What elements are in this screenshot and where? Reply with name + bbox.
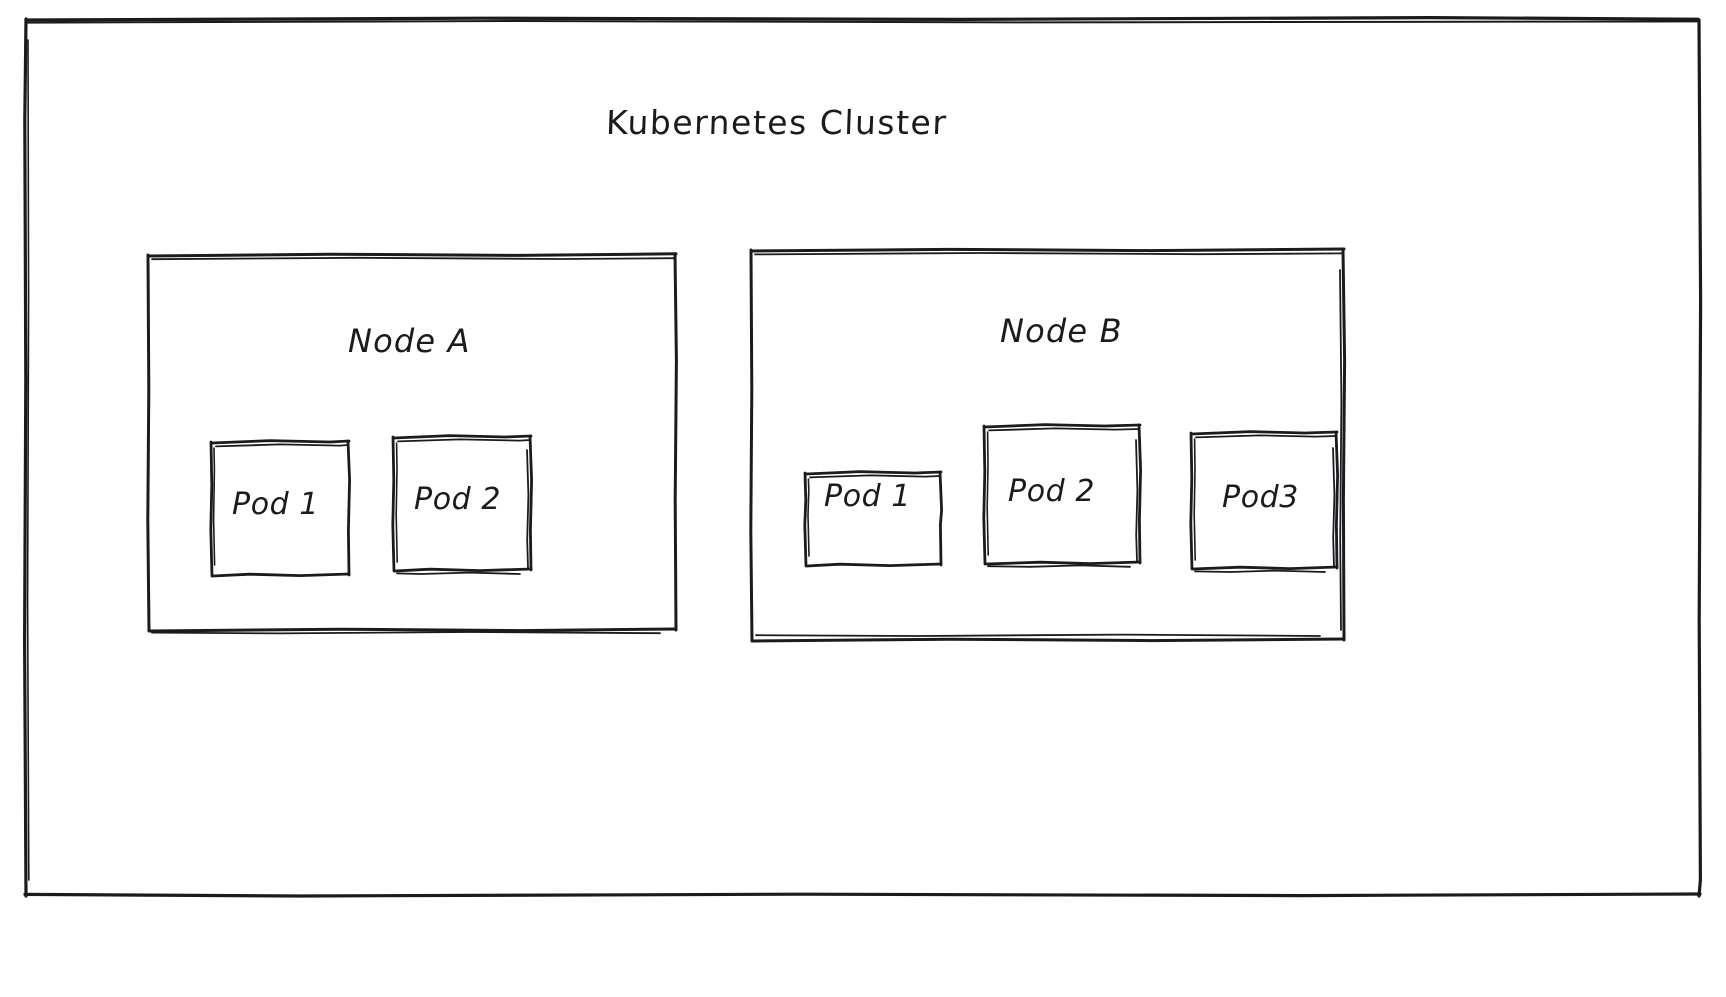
- cluster-title: Kubernetes Cluster: [605, 103, 949, 142]
- node-a-box-outline[interactable]: [146, 252, 678, 635]
- node-a-pod-1-box[interactable]: [209, 439, 351, 578]
- node-b-pod-2-label: Pod 2: [1008, 474, 1096, 509]
- node-b-title: Node B: [1000, 312, 1123, 350]
- node-b-box-outline[interactable]: [749, 247, 1347, 643]
- node-b-pod-1-label: Pod 1: [824, 479, 912, 514]
- node-b-pod-1-box[interactable]: [803, 470, 943, 568]
- node-a-pod-2-label: Pod 2: [414, 482, 502, 517]
- node-a-title: Node A: [348, 322, 471, 360]
- node-b-pod-2-box[interactable]: [982, 423, 1142, 568]
- node-b-pod-3-label: Pod3: [1222, 480, 1299, 515]
- node-b-pod-3-box[interactable]: [1189, 430, 1339, 573]
- node-a-pod-2-box[interactable]: [391, 434, 533, 575]
- cluster-box-outline[interactable]: [23, 16, 1703, 898]
- node-a-pod-1-label: Pod 1: [232, 487, 320, 522]
